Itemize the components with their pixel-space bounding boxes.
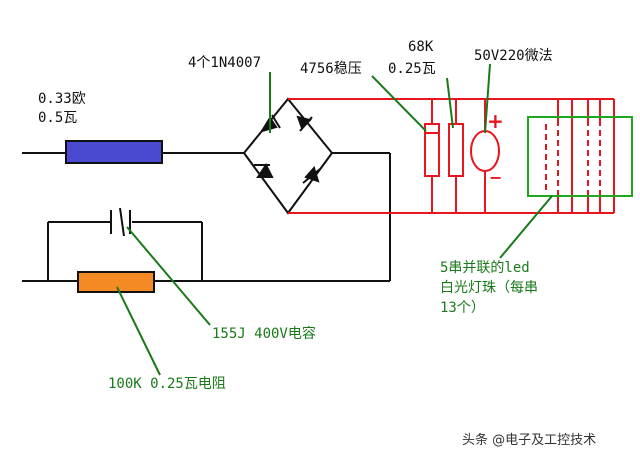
power-resistor-value-label: 0.33欧 (38, 91, 86, 107)
zener-label: 4756稳压 (300, 61, 362, 77)
resistor-68k (448, 123, 464, 177)
leader-lines (116, 63, 553, 376)
electrolytic-label: 50V220微法 (474, 48, 553, 64)
power-resistor-rating-label: 0.5瓦 (38, 110, 77, 126)
capacitor-plus-sign: + (487, 109, 504, 133)
power-resistor (65, 140, 163, 164)
capacitor-minus-sign: − (489, 168, 502, 187)
led-strings (545, 120, 601, 196)
zener-diode-4756 (424, 123, 440, 177)
red-wiring (288, 98, 615, 214)
bridge-label: 4个1N4007 (188, 55, 261, 71)
bleed-resistor-100k (77, 271, 155, 293)
bleeder-value-label: 68K (408, 39, 434, 55)
led-array-box (527, 116, 633, 197)
led-label-line-2: 白光灯珠（每串 (440, 280, 538, 296)
black-wiring (22, 152, 391, 282)
electrolytic-capacitor (470, 130, 500, 172)
watermark: 头条 @电子及工控技术 (462, 432, 596, 448)
led-label-line-1: 5串并联的led (440, 260, 530, 276)
bridge-rectifier (242, 97, 334, 215)
led-label-line-3: 13个） (440, 300, 485, 316)
bleed-resistor-label: 100K 0.25瓦电阻 (108, 376, 226, 392)
series-capacitor-label: 155J 400V电容 (212, 325, 316, 342)
bleeder-rating-label: 0.25瓦 (388, 61, 436, 77)
series-capacitor (110, 207, 131, 237)
